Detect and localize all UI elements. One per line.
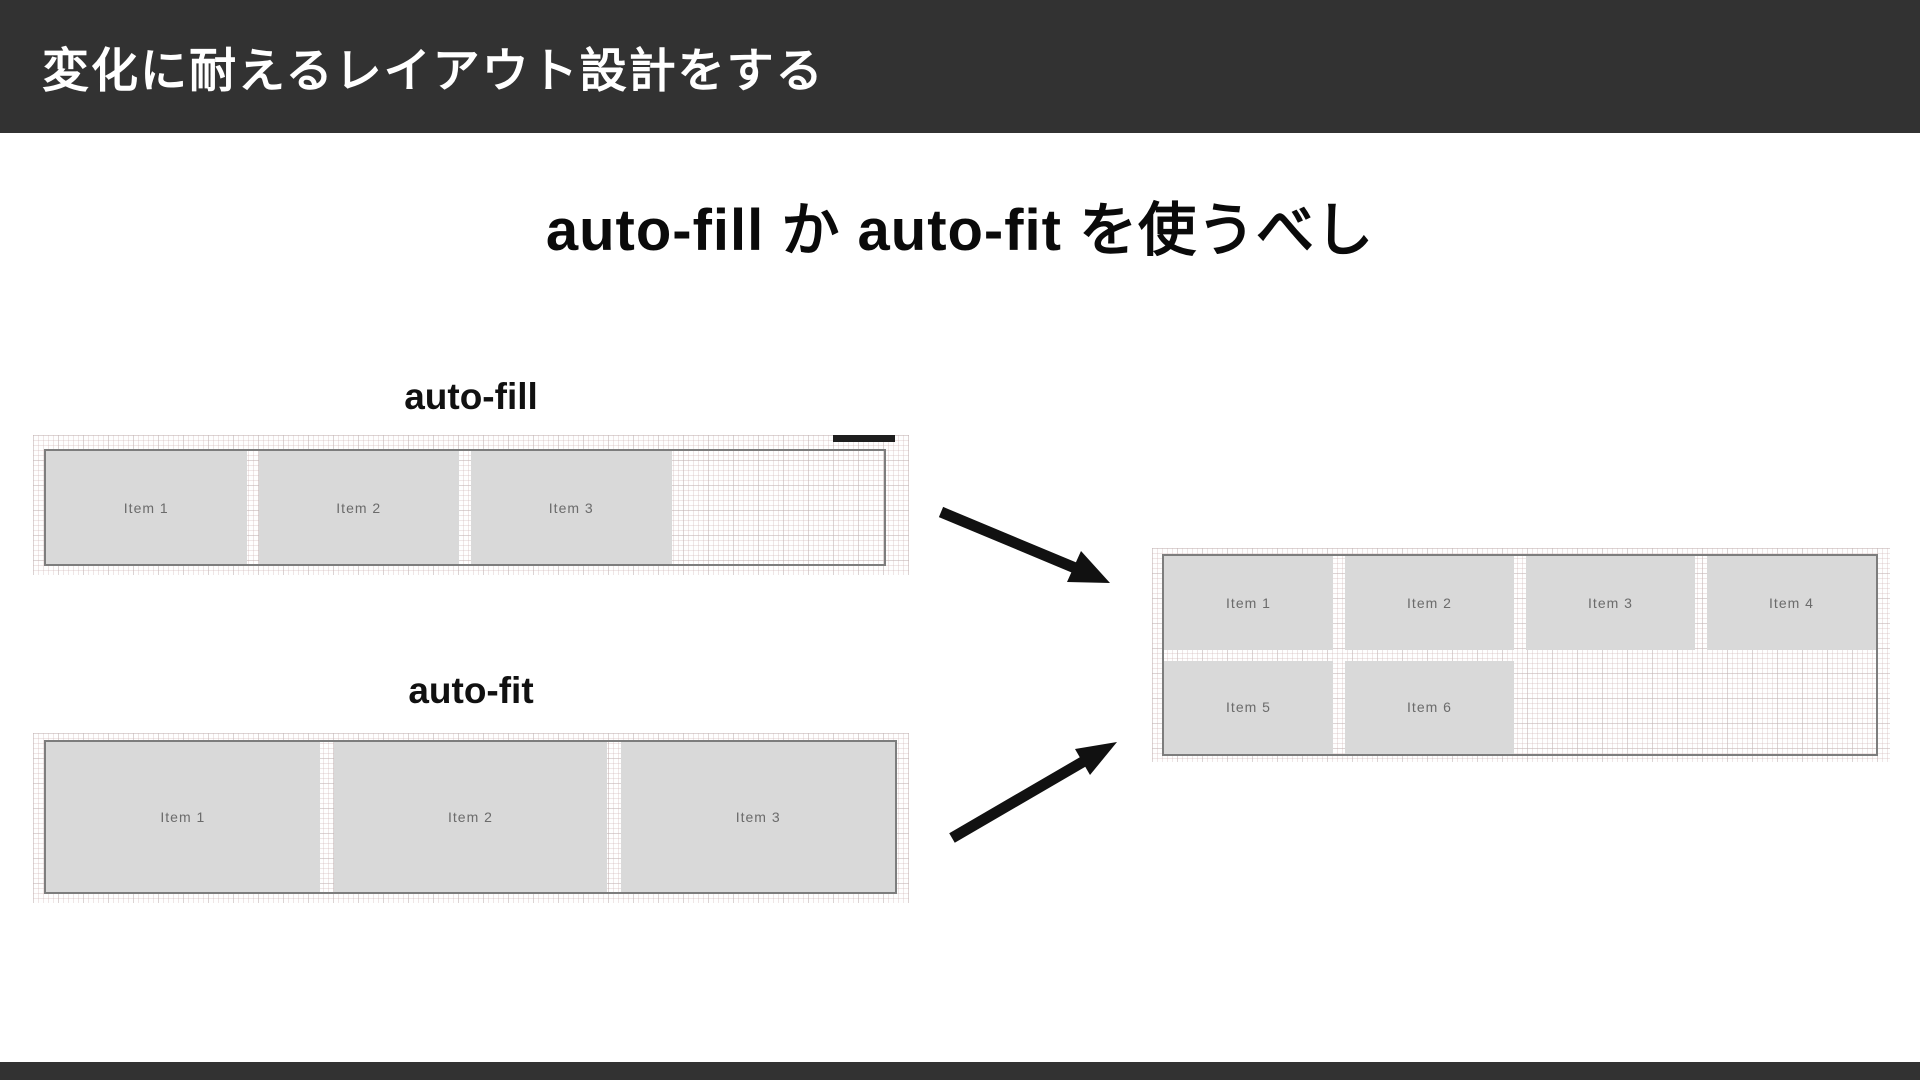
header-title: 変化に耐えるレイアウト設計をする	[42, 44, 825, 97]
resize-handle-dash	[833, 435, 895, 442]
grid-item: Item 3	[471, 451, 672, 564]
header-bar: 変化に耐えるレイアウト設計をする	[0, 0, 1920, 133]
empty-grid-cell	[684, 451, 885, 564]
grid-item: Item 2	[1345, 556, 1514, 650]
grid-item: Item 4	[1707, 556, 1876, 650]
grid-item: Item 2	[258, 451, 459, 564]
grid-item: Item 5	[1164, 660, 1333, 754]
autofill-label: auto-fill	[404, 376, 538, 417]
autofit-grid-container: Item 1 Item 2 Item 3	[44, 740, 897, 894]
page-title: auto-fill か auto-fit を使うべし	[545, 198, 1375, 263]
empty-grid-cell	[1707, 661, 1876, 755]
result-grid-container: Item 1 Item 2 Item 3 Item 4 Item 5 Item …	[1162, 554, 1878, 756]
arrow-down-right-icon	[938, 506, 1110, 583]
autofill-grid-container: Item 1 Item 2 Item 3	[44, 449, 886, 566]
autofit-label: auto-fit	[408, 670, 534, 711]
autofit-grid-canvas: Item 1 Item 2 Item 3	[33, 733, 909, 903]
autofill-grid-canvas: Item 1 Item 2 Item 3	[33, 435, 909, 575]
grid-item: Item 3	[621, 742, 895, 892]
result-grid-canvas: Item 1 Item 2 Item 3 Item 4 Item 5 Item …	[1152, 548, 1890, 762]
grid-item: Item 6	[1345, 660, 1514, 754]
grid-item: Item 3	[1526, 556, 1695, 650]
empty-grid-cell	[1526, 661, 1695, 755]
grid-item: Item 1	[46, 451, 247, 564]
grid-item: Item 1	[1164, 556, 1333, 650]
grid-item: Item 1	[46, 742, 320, 892]
arrow-up-right-icon	[949, 742, 1117, 843]
footer-bar	[0, 1062, 1920, 1080]
grid-item: Item 2	[333, 742, 608, 892]
